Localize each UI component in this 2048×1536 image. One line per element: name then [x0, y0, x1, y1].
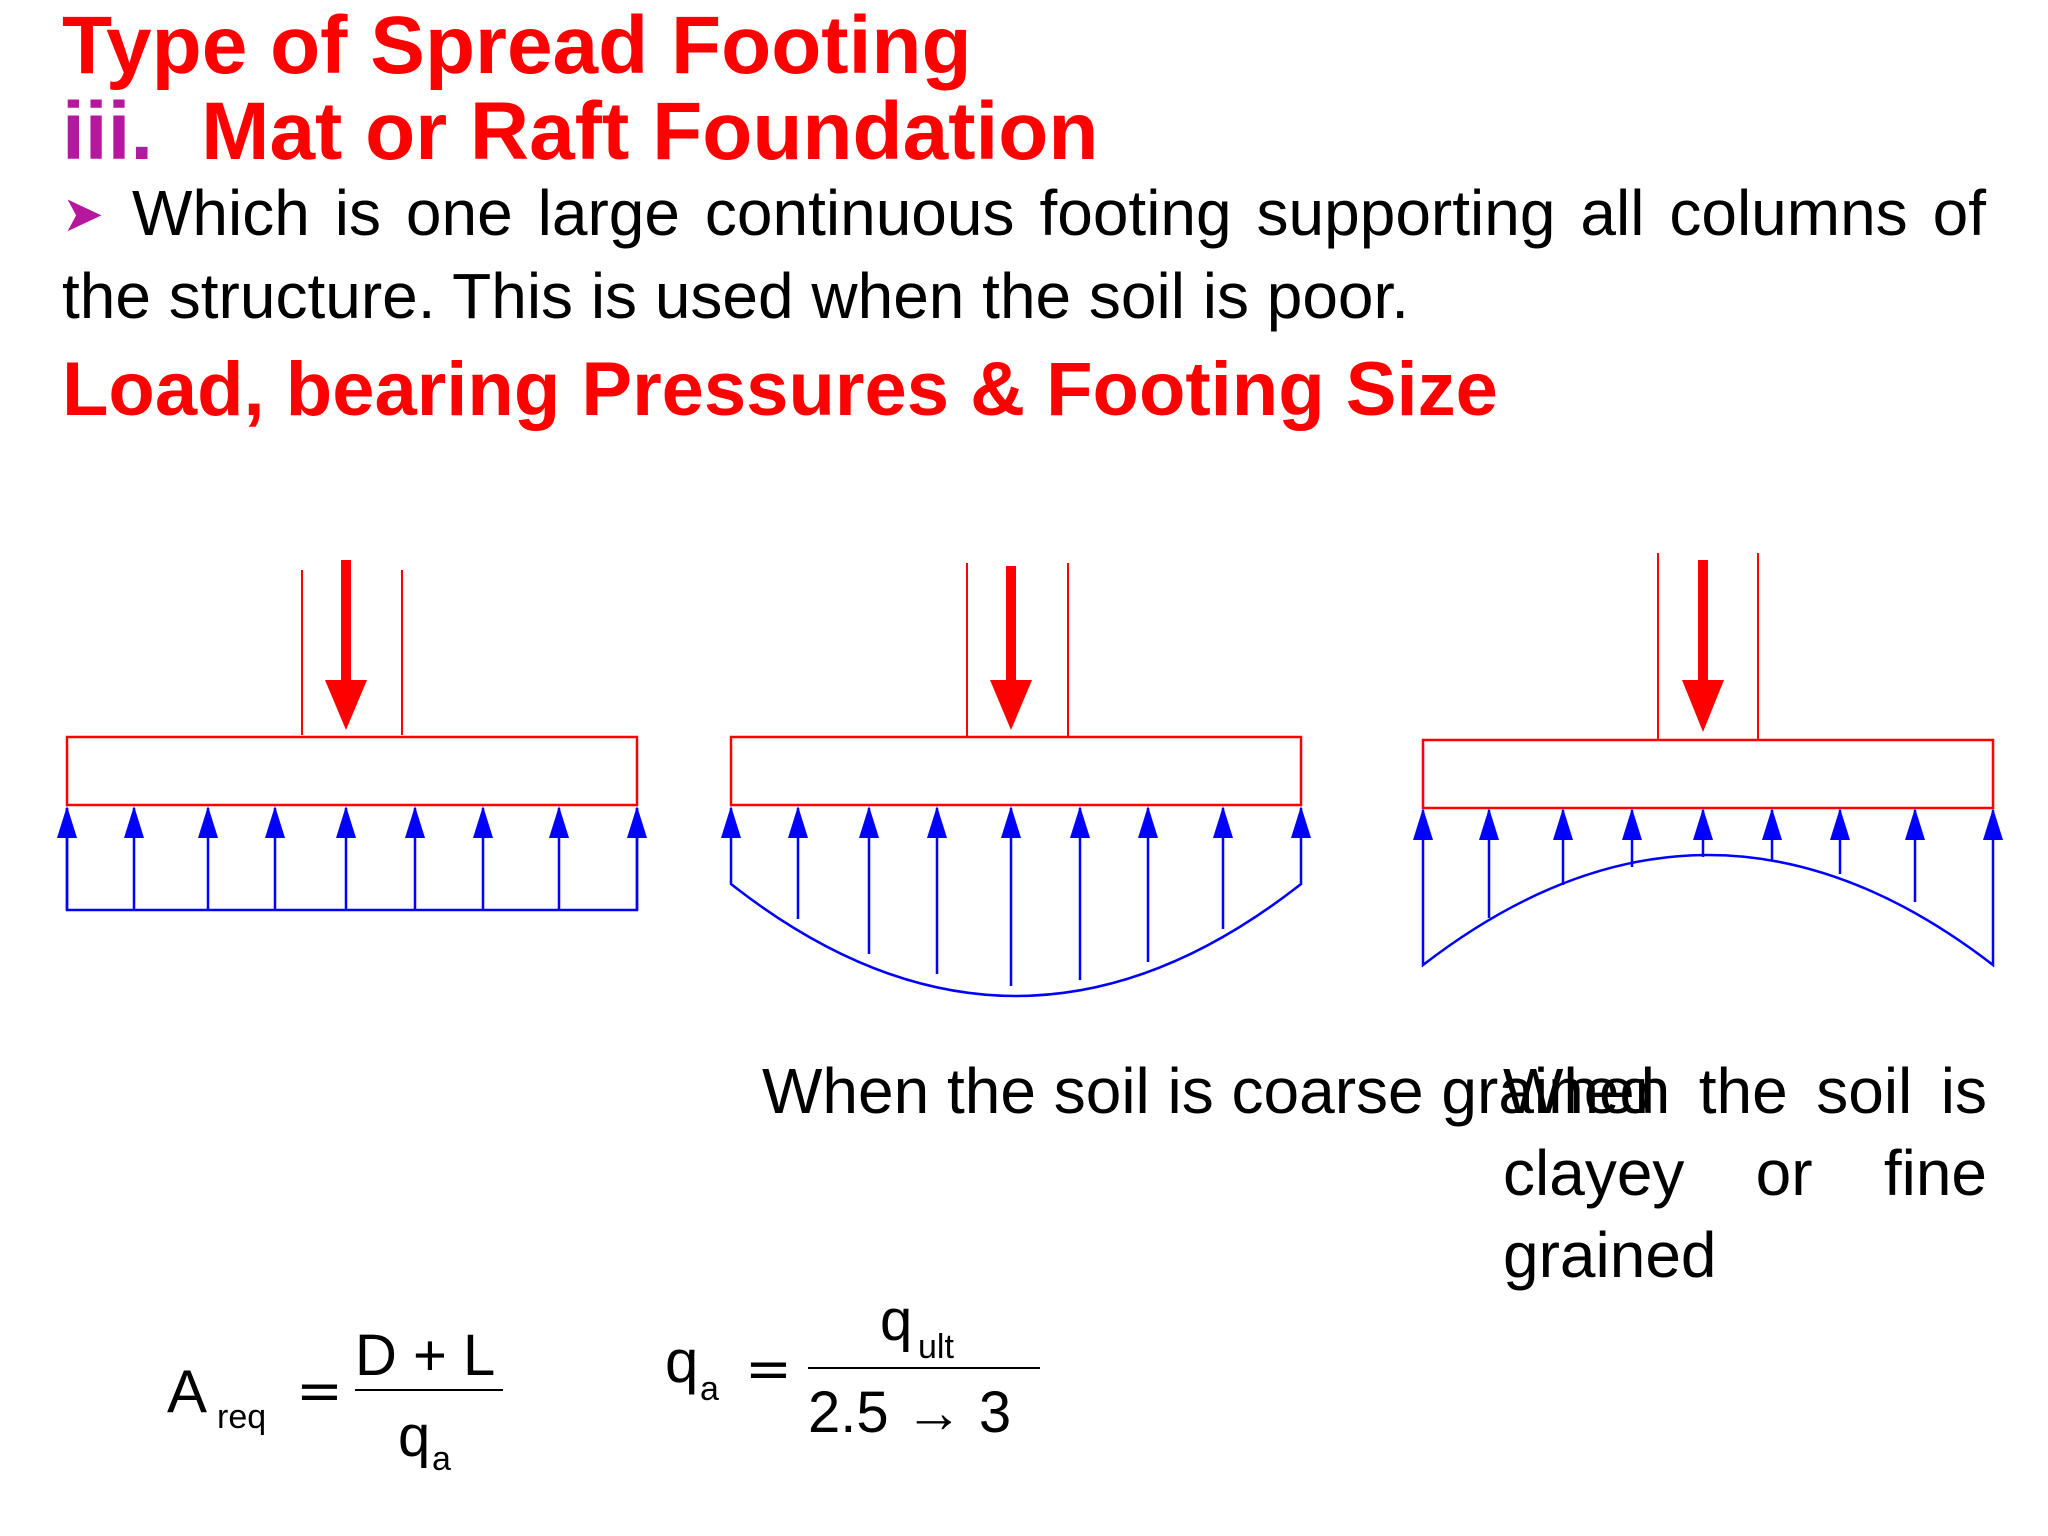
load-arrow-icon [990, 566, 1032, 730]
equation-required-area: A req = D + L q a [167, 1323, 503, 1478]
footing-slab [729, 735, 1303, 807]
eq-area-denominator: q [398, 1404, 430, 1469]
eq-allow-lhs: q [665, 1328, 698, 1395]
eq-area-denominator-sub: a [432, 1440, 451, 1478]
description-text: Which is one large continuous footing su… [62, 177, 1986, 332]
eq-allow-equals: = [745, 1337, 792, 1402]
subtitle-text: Mat or Raft Foundation [201, 86, 1099, 177]
eq-area-lhs: A [167, 1358, 207, 1425]
footing-slab [65, 735, 639, 807]
caption-coarse-grained: When the soil is coarse grained [762, 1055, 1655, 1127]
description: ➤Which is one large continuous footing s… [62, 172, 1986, 337]
subtitle: iii. Mat or Raft Foundation [62, 86, 1098, 178]
page-title: Type of Spread Footing [62, 0, 972, 91]
equation-allowable-pressure: q a = q ult 2.5 → 3 [665, 1288, 1040, 1445]
eq-allow-numerator-sub: ult [918, 1328, 954, 1366]
eq-allow-denominator: 2.5 → 3 [808, 1380, 1011, 1445]
subtitle-number: iii. [62, 86, 154, 177]
eq-area-numerator: D + L [355, 1323, 495, 1388]
eq-area-equals: = [296, 1359, 343, 1424]
eq-allow-numerator: q [880, 1288, 912, 1353]
arrow-bullet-icon: ➤ [62, 186, 104, 242]
footing-slab [1421, 738, 1995, 810]
load-arrow-icon [1682, 560, 1724, 732]
eq-area-lhs-sub: req [217, 1398, 266, 1436]
diagram-clayey-pressure [1413, 553, 2003, 968]
diagram-coarse-grained-pressure [721, 563, 1311, 998]
eq-allow-lhs-sub: a [700, 1370, 719, 1408]
soil-pressure-arrows [65, 808, 639, 912]
load-arrow-icon [325, 560, 367, 730]
diagram-uniform-pressure [57, 560, 647, 912]
section-heading: Load, bearing Pressures & Footing Size [62, 347, 1498, 432]
caption-clayey: When the soil is clayey or fine grained [1503, 1055, 1987, 1291]
